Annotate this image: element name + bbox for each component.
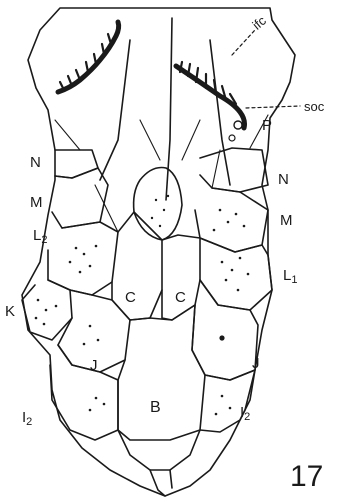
plate-L1 — [200, 238, 272, 310]
plate-N-left — [55, 150, 98, 178]
central-oval — [134, 168, 182, 241]
label-C-right: C — [175, 290, 186, 305]
frontal-right-ridge — [210, 40, 230, 185]
label-I2-left: I2 — [22, 410, 32, 428]
suture-2 — [212, 150, 220, 188]
suture-5 — [140, 120, 160, 160]
plate-M-right — [195, 188, 268, 252]
label-B: B — [150, 400, 161, 416]
label-L1-sub: 1 — [291, 274, 297, 286]
label-I2-left-sub: 2 — [26, 416, 32, 428]
orbit-right-teeth — [180, 62, 236, 104]
pit-P-1 — [234, 121, 242, 129]
suture-3 — [55, 120, 80, 150]
label-J-left: J — [90, 358, 98, 373]
label-M-left: M — [30, 195, 43, 210]
plate-M-left — [52, 168, 108, 228]
pit-P-2 — [229, 135, 235, 141]
label-M-right: M — [280, 213, 293, 228]
label-J-right: J — [252, 356, 260, 371]
label-P: P — [262, 118, 272, 133]
label-N-left: N — [30, 155, 41, 170]
skull-outline — [22, 8, 295, 496]
label-K: K — [5, 304, 15, 319]
label-soc: soc — [304, 100, 324, 113]
ifc-pointer — [232, 30, 255, 55]
plate-I2-left — [50, 345, 118, 440]
label-L1: L1 — [283, 268, 297, 286]
label-L2-sub: 2 — [41, 234, 47, 246]
suture-6 — [182, 120, 200, 160]
plate-J-right — [192, 280, 258, 380]
label-I2-right: I2 — [240, 405, 250, 423]
soc-pointer — [246, 106, 300, 108]
orbit-left — [58, 22, 119, 92]
label-N-right: N — [278, 172, 289, 187]
label-L2: L2 — [33, 228, 47, 246]
plate-N-right — [200, 148, 268, 192]
posterior-edge — [118, 430, 200, 470]
orbit-right — [176, 66, 245, 128]
orbit-left-teeth — [60, 34, 111, 90]
label-I2-right-sub: 2 — [244, 411, 250, 423]
frontal-left-ridge — [100, 40, 130, 180]
plate-C-left — [112, 212, 162, 320]
plate-B — [118, 305, 205, 440]
figure-number: 17 — [290, 462, 323, 492]
label-C-left: C — [125, 290, 136, 305]
